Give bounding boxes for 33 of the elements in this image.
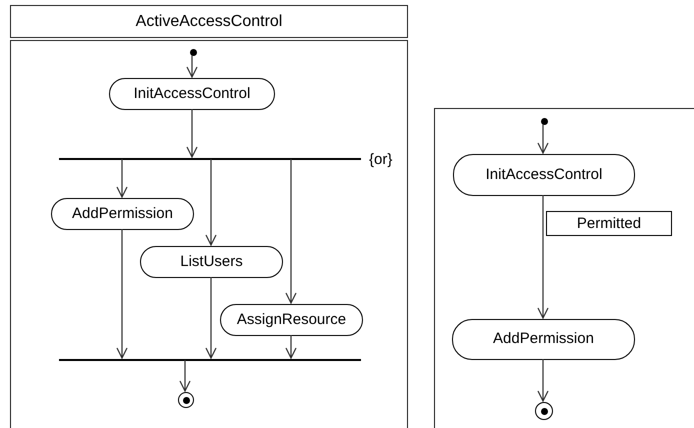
flow-arrow	[537, 359, 549, 402]
flow-arrow	[537, 195, 549, 319]
node-label: ActiveAccessControl	[136, 12, 282, 32]
action-node	[220, 304, 363, 336]
flow-arrow	[205, 159, 217, 246]
activity-frame	[10, 40, 408, 428]
flow-arrow	[116, 229, 128, 359]
flow-arrow	[285, 335, 297, 359]
title-box	[10, 5, 408, 38]
node-label: InitAccessControl	[486, 164, 602, 185]
action-node	[140, 246, 283, 278]
flow-arrow	[186, 55, 198, 78]
node-label: AddPermission	[72, 204, 173, 224]
flow-arrow	[179, 360, 191, 392]
action-node	[453, 154, 635, 196]
flow-arrow	[537, 124, 549, 154]
guard-label: Permitted	[546, 211, 672, 236]
flow-arrow	[116, 159, 128, 198]
action-node	[51, 198, 194, 230]
constraint-label: {or}	[369, 150, 392, 170]
initial-node	[541, 118, 548, 125]
node-label: AssignResource	[236, 310, 346, 330]
flow-arrow	[205, 277, 217, 359]
initial-node	[190, 49, 197, 56]
flow-arrow	[285, 159, 297, 304]
action-node	[452, 319, 635, 360]
node-label: ListUsers	[180, 252, 243, 272]
action-node	[109, 78, 275, 110]
node-label: InitAccessControl	[134, 84, 250, 104]
flow-arrow	[186, 109, 198, 158]
final-node	[178, 392, 194, 408]
final-node	[535, 402, 553, 420]
node-label: AddPermission	[493, 329, 594, 350]
